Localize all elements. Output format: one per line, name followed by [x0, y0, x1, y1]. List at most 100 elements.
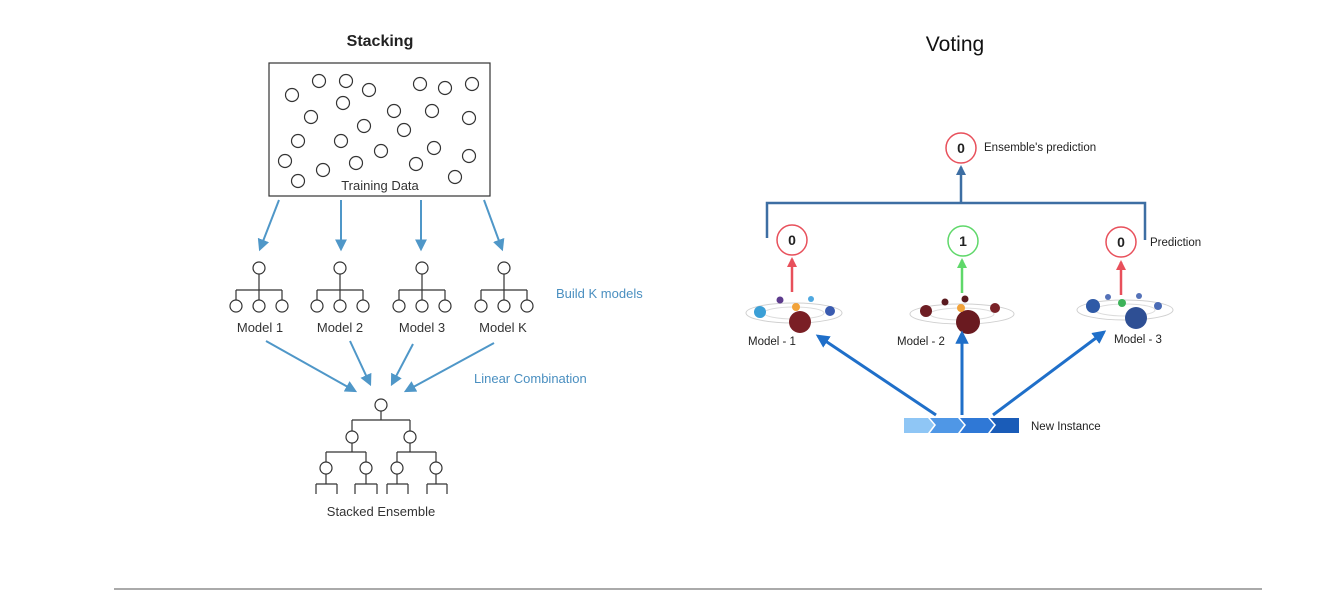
planet	[957, 304, 965, 312]
tree-leaf-node	[497, 299, 511, 313]
arrow-to-model-1	[257, 199, 280, 252]
tree-edges	[316, 274, 364, 300]
arrow-model-2-to-ensemble	[349, 340, 372, 387]
instance-segment	[930, 418, 964, 433]
ensemble-root-edges	[351, 411, 411, 431]
tree-root-node	[415, 261, 429, 275]
training-data-point	[311, 73, 327, 89]
models-to-ensemble-arrows	[265, 340, 495, 393]
tree-root-node	[333, 261, 347, 275]
build-k-models-label: Build K models	[556, 286, 643, 301]
model-label-3: Model 3	[399, 320, 445, 335]
tree-edges	[480, 274, 528, 300]
training-data-point	[424, 103, 440, 119]
tree-root-node	[497, 261, 511, 275]
training-data-label: Training Data	[341, 178, 419, 193]
prediction-label: Prediction	[1150, 237, 1201, 249]
model-2-illustration	[909, 295, 1015, 334]
ensemble-prediction-value: 0	[957, 140, 965, 156]
arrow-instance-to-model-3	[992, 330, 1107, 417]
tree-root-node	[252, 261, 266, 275]
arrow-to-model-k	[483, 199, 505, 252]
ensemble-mid-edges	[325, 443, 437, 462]
tree-leaf-node	[415, 299, 429, 313]
training-data-point	[447, 169, 463, 185]
linear-combination-label: Linear Combination	[474, 371, 587, 386]
ensemble-prediction-circle	[945, 132, 977, 164]
new-instance-label: New Instance	[1031, 421, 1101, 433]
planet	[1086, 299, 1100, 313]
model-3-prediction-value: 0	[1117, 234, 1125, 250]
model-1-illustration	[745, 296, 843, 333]
voting-model-1-label: Model - 1	[748, 336, 796, 348]
voting-title: Voting	[926, 33, 984, 56]
arrow-model-k-to-ensemble	[403, 342, 495, 393]
training-data-point	[348, 155, 364, 171]
planet	[1136, 293, 1142, 299]
training-data-point	[437, 80, 453, 96]
planet	[1105, 294, 1111, 300]
instance-to-models-arrows	[815, 330, 1107, 417]
training-data-point	[315, 162, 331, 178]
tree-leaf-node	[392, 299, 406, 313]
model-3-illustration	[1076, 293, 1174, 329]
voting-model-2-label: Model - 2	[897, 336, 945, 348]
tree-leaf-node	[520, 299, 534, 313]
planet	[961, 295, 969, 303]
stacking-title: Stacking	[347, 33, 414, 50]
ensemble-root-node	[374, 398, 388, 412]
planet	[941, 298, 949, 306]
tree-edges	[398, 274, 446, 300]
ensemble-node-left	[345, 430, 359, 444]
planet	[754, 306, 766, 318]
training-data-point	[396, 122, 412, 138]
training-data-point	[277, 153, 293, 169]
base-model-trees	[229, 261, 534, 313]
ensemble-leaf-node	[429, 461, 443, 475]
training-data-point	[412, 76, 428, 92]
instance-segment	[904, 418, 934, 433]
planet	[776, 296, 784, 304]
tree-leaf-node	[252, 299, 266, 313]
training-data-point	[284, 87, 300, 103]
voting-panel: Voting 0 Ensemble's prediction 0 1 0 Pre…	[745, 33, 1201, 433]
training-data-point	[426, 140, 442, 156]
orbit-ring	[1076, 299, 1174, 321]
planet	[990, 303, 1000, 313]
aggregation-bracket	[765, 201, 1147, 240]
training-data-point	[290, 133, 306, 149]
tree-leaf-node	[474, 299, 488, 313]
training-data-point	[386, 103, 402, 119]
model-tree-1	[229, 261, 289, 313]
training-to-models-arrows	[257, 199, 505, 252]
training-data-point	[464, 76, 480, 92]
model-label-k: Model K	[479, 320, 527, 335]
planet	[920, 305, 932, 317]
training-data-point	[303, 109, 319, 125]
model-tree-3	[392, 261, 452, 313]
arrow-instance-to-model-1	[815, 334, 937, 417]
planet	[1154, 302, 1162, 310]
tree-leaf-node	[333, 299, 347, 313]
training-data-point	[338, 73, 354, 89]
voting-model-3-label: Model - 3	[1114, 334, 1162, 346]
tree-leaf-node	[438, 299, 452, 313]
stacking-panel: Stacking Training Data Model 1 Model 2 M…	[229, 33, 643, 519]
training-data-point	[335, 95, 351, 111]
tree-leaf-node	[310, 299, 324, 313]
ensemble-leaf-node	[390, 461, 404, 475]
tree-leaf-node	[229, 299, 243, 313]
ensemble-leaf-edges	[315, 474, 448, 494]
tree-edges	[235, 274, 283, 300]
training-data-point	[290, 173, 306, 189]
new-instance-bar	[904, 418, 1019, 433]
training-data-point	[408, 156, 424, 172]
model-tree-4	[474, 261, 534, 313]
planet	[825, 306, 835, 316]
training-data-point	[461, 110, 477, 126]
training-data-point	[333, 133, 349, 149]
arrow-model-1-to-ensemble	[265, 340, 358, 393]
stacked-ensemble-label: Stacked Ensemble	[327, 504, 435, 519]
planet-large	[1125, 307, 1147, 329]
